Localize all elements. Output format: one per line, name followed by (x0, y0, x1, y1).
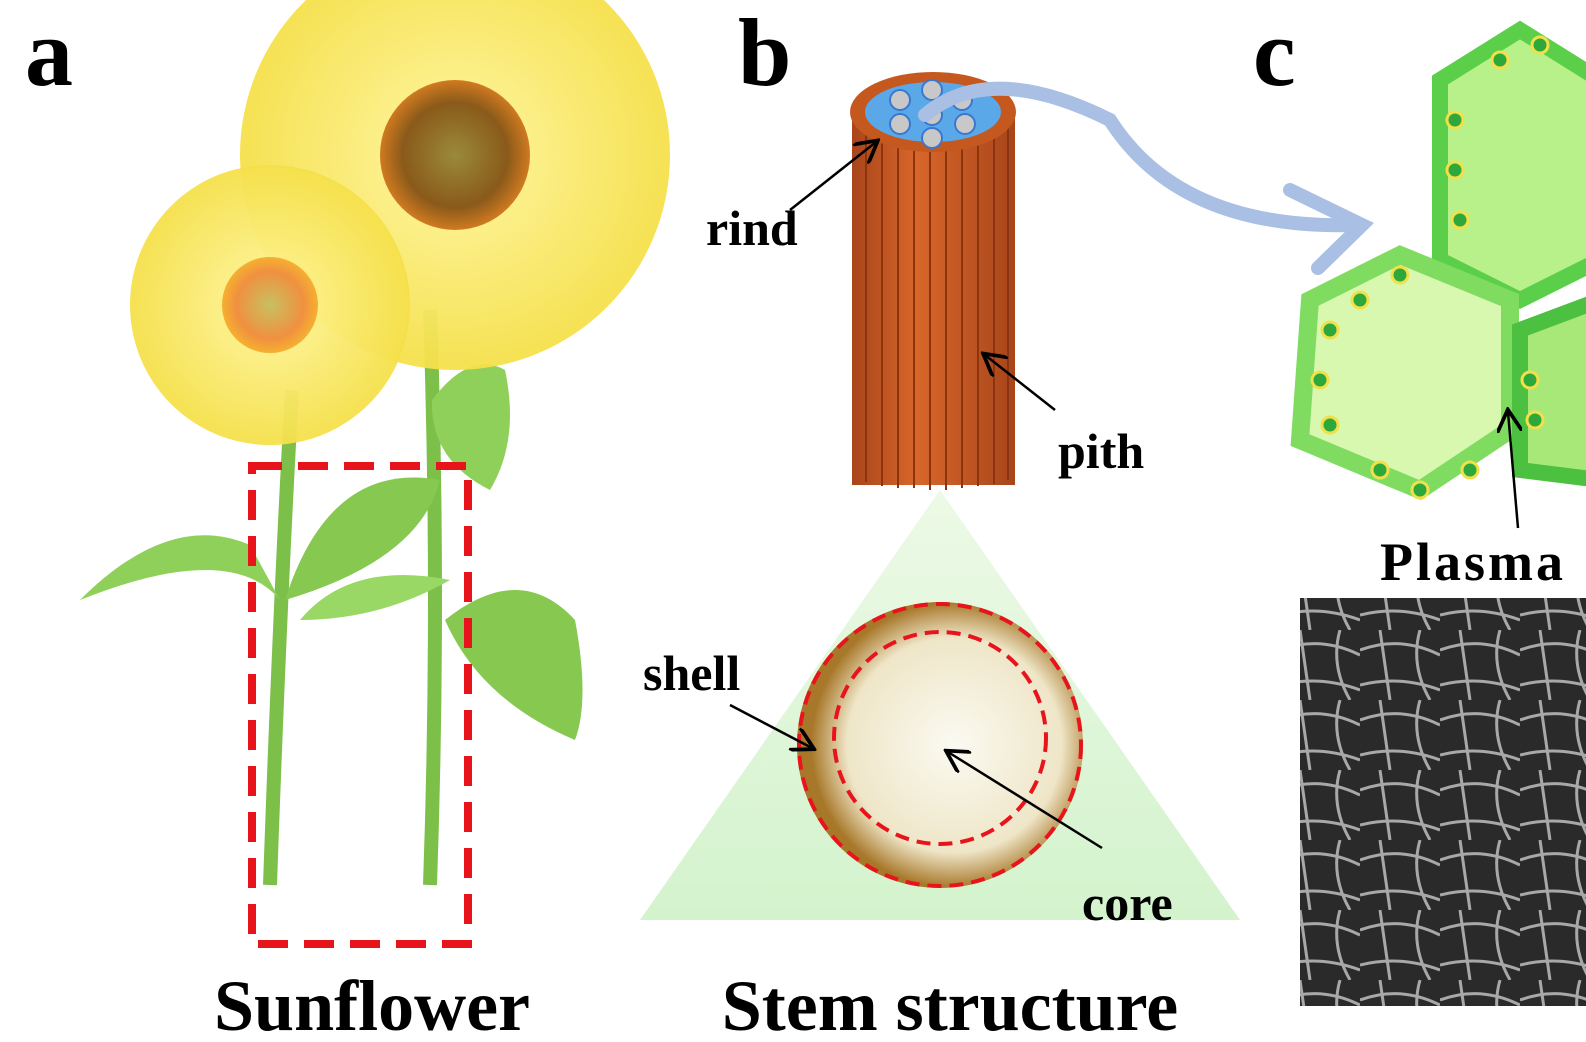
small-flower (130, 165, 410, 445)
cell-wall-hexagons (1290, 20, 1586, 501)
stem-cross-section (797, 602, 1083, 888)
core-pointer (948, 752, 1103, 850)
label-shell: shell (643, 645, 740, 701)
label-core: core (1082, 875, 1173, 931)
caption-stem-structure: Stem structure (722, 966, 1179, 1042)
panel-letter-a: a (25, 0, 73, 106)
label-plasma: Plasma (1380, 532, 1566, 592)
caption-sunflower: Sunflower (214, 966, 530, 1042)
label-pith: pith (1058, 423, 1144, 479)
highlight-box (248, 462, 472, 948)
panel-a: a Sunflower (25, 0, 670, 1042)
panel-letter-c: c (1253, 0, 1296, 106)
panel-b: b rind pith (640, 0, 1375, 1042)
plasma-pointer (1508, 412, 1518, 529)
label-rind: rind (706, 200, 798, 256)
panel-letter-b: b (738, 0, 791, 106)
sunflower-illustration (80, 0, 670, 886)
sem-micrograph (1300, 598, 1586, 1006)
rind-pointer (789, 142, 876, 211)
zoom-arrow (918, 81, 1362, 233)
stem-cylinder (850, 72, 1016, 490)
pith-pointer (985, 355, 1056, 411)
zoom-arrow-head (1283, 183, 1375, 275)
panel-c: c Plasma (1253, 0, 1586, 1006)
shell-pointer (729, 703, 812, 748)
